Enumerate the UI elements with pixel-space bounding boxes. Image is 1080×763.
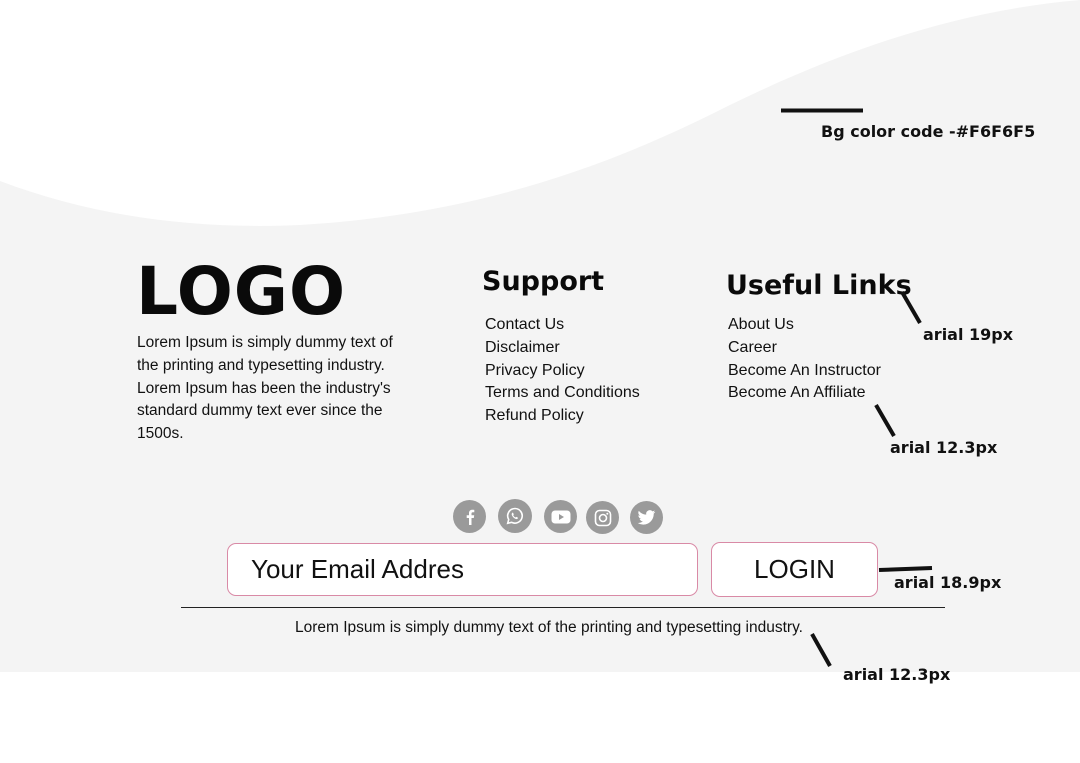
links-font-annotation: arial 12.3px: [890, 438, 998, 457]
support-links: Contact Us Disclaimer Privacy Policy Ter…: [485, 314, 640, 428]
email-field-wrapper: [227, 543, 698, 596]
link-become-an-affiliate[interactable]: Become An Affiliate: [728, 384, 866, 402]
instagram-icon[interactable]: [586, 501, 619, 534]
link-about-us[interactable]: About Us: [728, 316, 794, 333]
whatsapp-icon-glyph: [506, 507, 524, 525]
copyright-font-annotation: arial 12.3px: [843, 665, 951, 684]
link-career[interactable]: Career: [728, 338, 777, 356]
support-heading: Support: [482, 266, 605, 297]
whatsapp-icon[interactable]: [498, 499, 532, 533]
useful-links: About Us Career Become An Instructor Bec…: [728, 314, 881, 405]
brand-description: Lorem Ipsum is simply dummy text of the …: [137, 334, 393, 443]
link-privacy-policy[interactable]: Privacy Policy: [485, 361, 585, 379]
facebook-icon-glyph: [466, 509, 474, 525]
link-contact-us[interactable]: Contact Us: [485, 316, 565, 333]
instagram-icon-glyph: [594, 509, 611, 526]
footer-divider: [181, 607, 945, 608]
link-refund-policy[interactable]: Refund Policy: [485, 407, 584, 425]
twitter-icon[interactable]: [630, 501, 663, 534]
link-disclaimer[interactable]: Disclaimer: [485, 338, 560, 356]
link-become-an-instructor[interactable]: Become An Instructor: [728, 361, 881, 379]
copyright-text: Lorem Ipsum is simply dummy text of the …: [295, 619, 803, 636]
youtube-icon-glyph: [551, 510, 570, 523]
bg-color-annotation: Bg color code -#F6F6F5: [821, 122, 1036, 141]
youtube-icon[interactable]: [544, 500, 577, 533]
email-input[interactable]: [228, 544, 697, 595]
twitter-icon-glyph: [637, 509, 656, 525]
link-terms-and-conditions[interactable]: Terms and Conditions: [485, 384, 640, 402]
login-button[interactable]: LOGIN: [711, 542, 878, 597]
heading-font-annotation: arial 19px: [923, 325, 1014, 344]
logo[interactable]: LOGO: [136, 253, 347, 330]
facebook-icon[interactable]: [453, 500, 486, 533]
useful-links-heading: Useful Links: [726, 270, 912, 301]
button-font-annotation: arial 18.9px: [894, 573, 1002, 592]
